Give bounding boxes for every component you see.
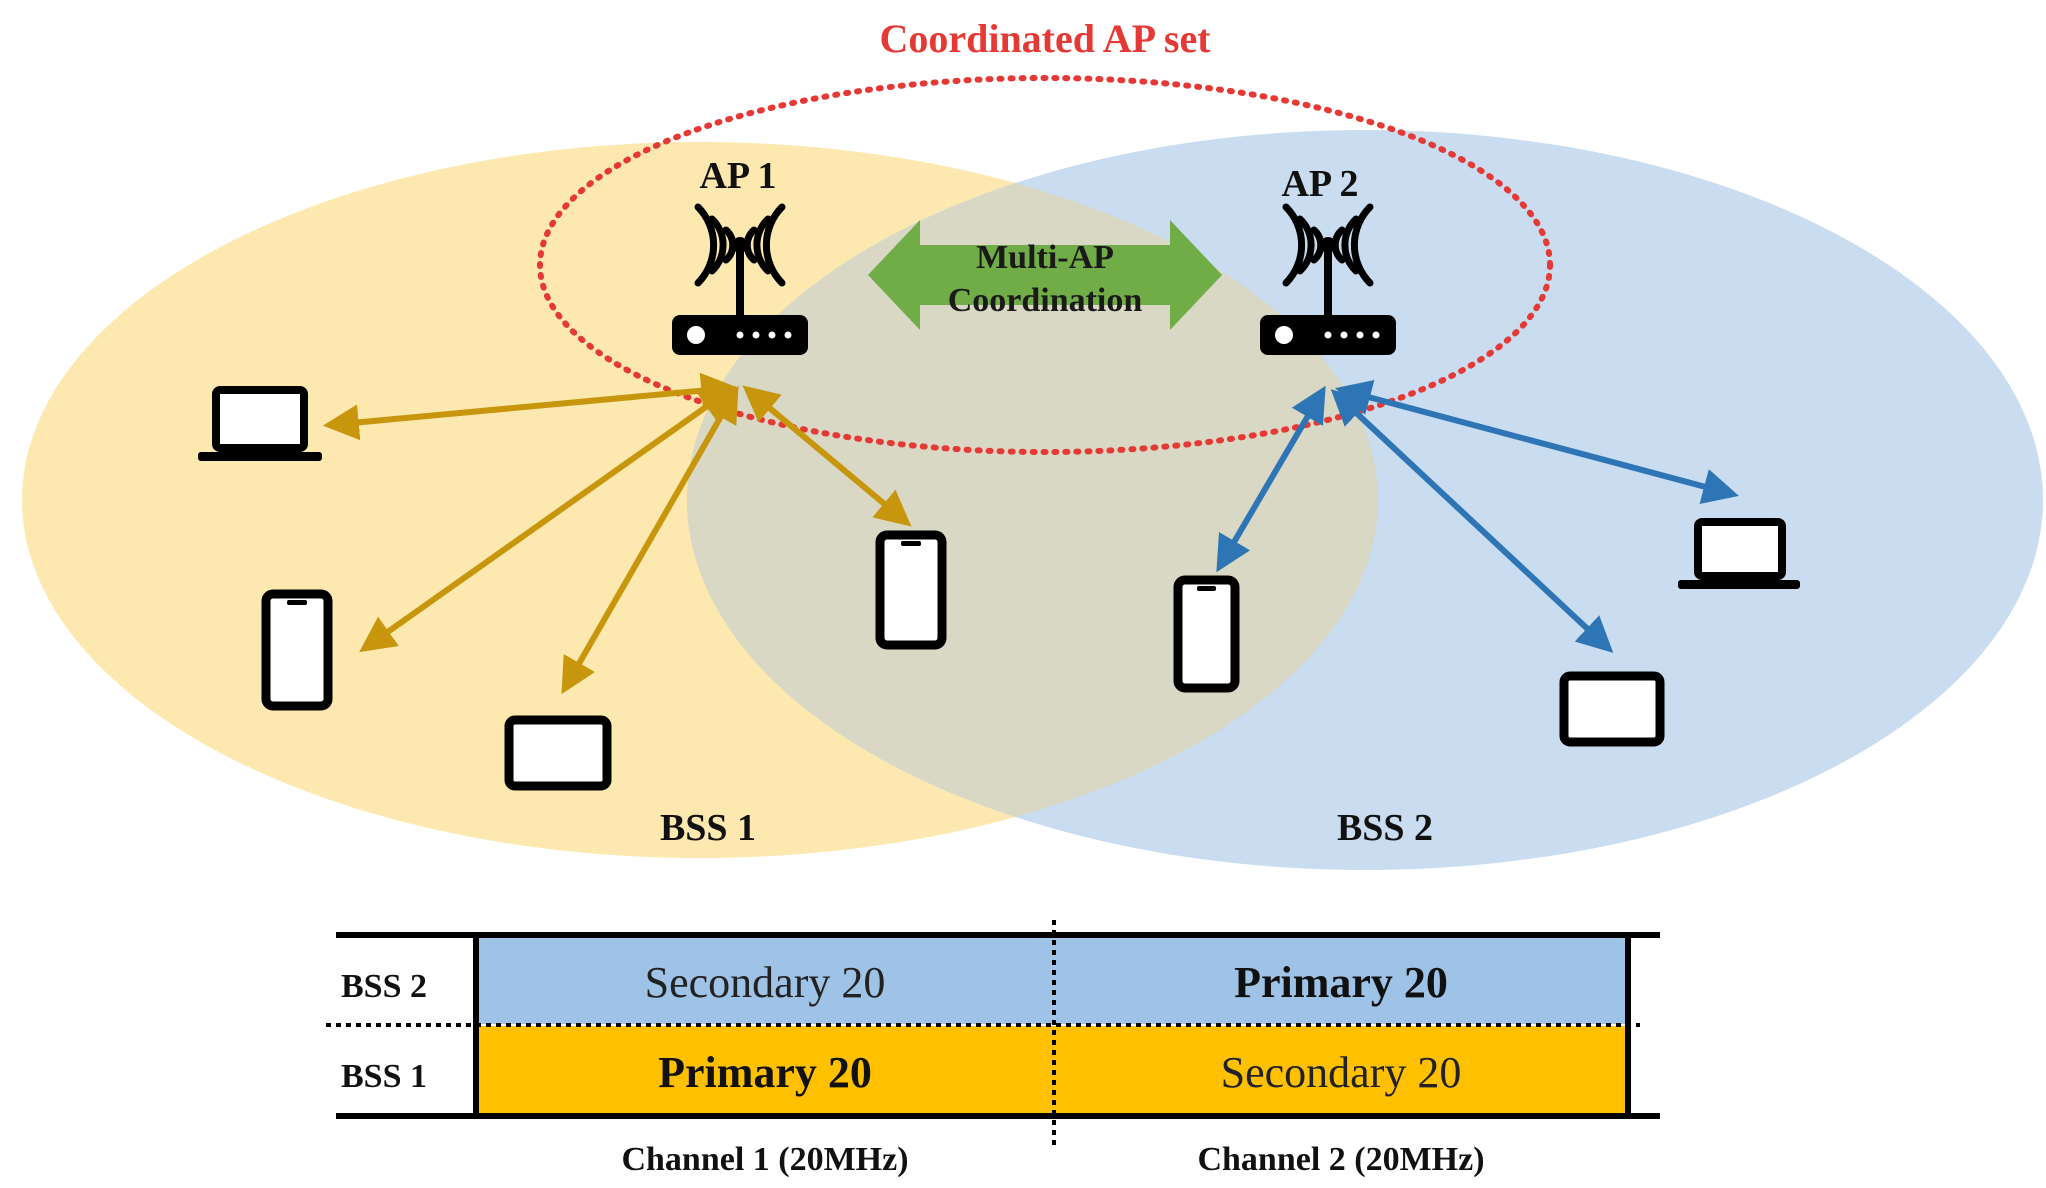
channel1-label: Channel 1 (20MHz) xyxy=(621,1141,908,1178)
bss1-channel2-text: Secondary 20 xyxy=(1221,1048,1462,1097)
phone-icon xyxy=(875,530,947,650)
coordination-label-line1: Multi-AP xyxy=(976,239,1114,276)
tablet-icon xyxy=(1559,671,1665,747)
coordinated-ap-set-ring xyxy=(537,75,1553,455)
ap2-label: AP 2 xyxy=(1281,163,1358,205)
router-icon xyxy=(1260,203,1396,355)
bss2-primary-cell xyxy=(1054,937,1628,1024)
phone-icon xyxy=(261,589,333,711)
coordinated-ap-set-title: Coordinated AP set xyxy=(879,16,1211,61)
laptop-icon xyxy=(1678,518,1800,589)
bss1-label: BSS 1 xyxy=(660,807,756,849)
bss2-channel2-text: Primary 20 xyxy=(1234,958,1448,1007)
router-icon xyxy=(672,203,808,355)
phone-icon xyxy=(1173,575,1240,693)
bss2-label: BSS 2 xyxy=(1337,807,1433,849)
bss1-primary-cell xyxy=(476,1026,1054,1114)
tablet-icon xyxy=(504,715,612,791)
coordination-label-line2: Coordination xyxy=(948,282,1143,319)
ap1-label: AP 1 xyxy=(699,155,776,197)
multi-ap-coordination-arrow xyxy=(868,220,1222,330)
bss1-secondary-cell xyxy=(1054,1026,1628,1114)
row-label-bss1: BSS 1 xyxy=(341,1058,427,1095)
bss2-secondary-cell xyxy=(476,937,1054,1024)
bss1-channel1-text: Primary 20 xyxy=(658,1048,872,1097)
channel-table: BSS 2 BSS 1 Secondary 20 Primary 20 Prim… xyxy=(326,920,1660,1178)
row-label-bss2: BSS 2 xyxy=(341,968,427,1005)
laptop-icon xyxy=(198,386,322,461)
link-ap1-tablet xyxy=(561,385,739,695)
link-ap1-phone-center xyxy=(742,385,912,527)
bss2-channel1-text: Secondary 20 xyxy=(645,958,886,1007)
link-ap2-laptop xyxy=(1335,380,1739,504)
channel2-label: Channel 2 (20MHz) xyxy=(1197,1141,1484,1178)
link-ap2-phone xyxy=(1216,385,1326,573)
